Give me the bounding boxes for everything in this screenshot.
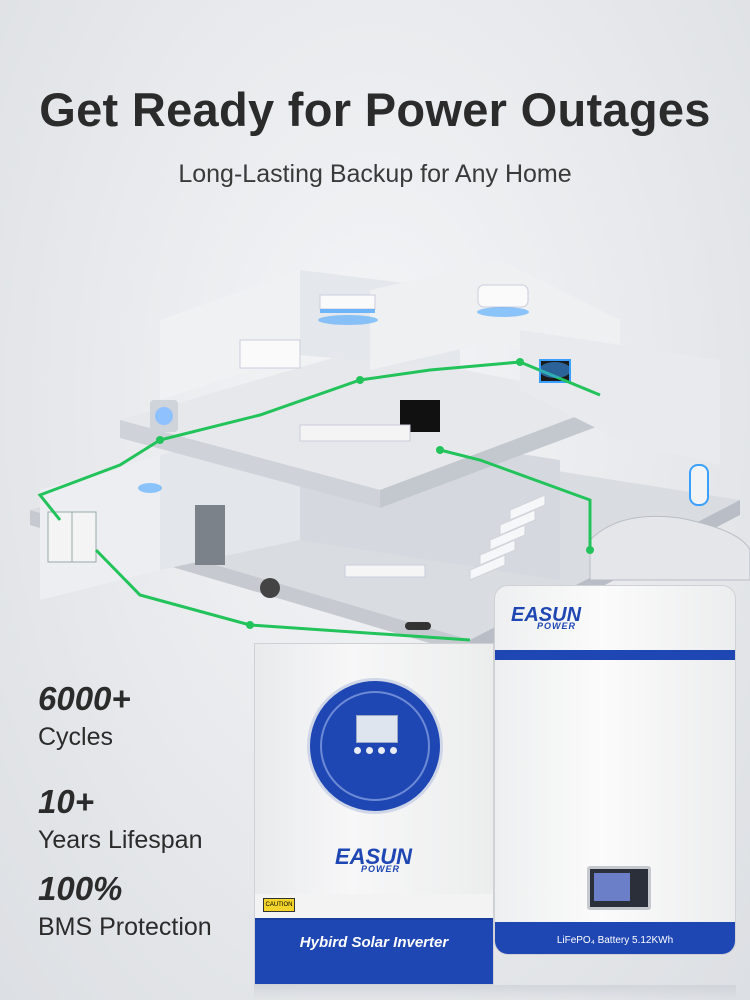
inverter-label-band: CAUTION Hybird Solar Inverter — [255, 894, 493, 984]
inverter-button — [378, 747, 385, 754]
stat-bms: 100% BMS Protection — [38, 872, 212, 942]
battery-display — [587, 866, 651, 910]
inverter-brand-logo: EASUN POWER — [335, 844, 413, 874]
floor-reflection — [254, 985, 736, 1000]
stat-value: 6000+ — [38, 680, 131, 717]
stat-cycles: 6000+ Cycles — [38, 682, 131, 752]
lifepo4-battery: EASUN POWER LiFePO₄ Battery 5.12KWh — [494, 585, 736, 955]
inverter-control-panel — [307, 678, 443, 814]
inverter-button — [354, 747, 361, 754]
stat-lifespan: 10+ Years Lifespan — [38, 785, 202, 855]
inverter-label: Hybird Solar Inverter — [299, 934, 449, 951]
stat-label: Cycles — [38, 723, 114, 751]
inverter-button — [366, 747, 373, 754]
battery-label-band: LiFePO₄ Battery 5.12KWh — [495, 922, 735, 954]
stat-value: 10+ — [38, 783, 94, 820]
battery-label: LiFePO₄ Battery 5.12KWh — [556, 935, 674, 946]
battery-stripe — [495, 650, 735, 660]
stat-label: BMS Protection — [38, 913, 212, 941]
page-title: Get Ready for Power Outages — [39, 83, 711, 136]
inverter-button — [390, 747, 397, 754]
inverter-lcd-display — [356, 715, 398, 743]
page-subtitle: Long-Lasting Backup for Any Home — [178, 160, 572, 188]
caution-sticker: CAUTION — [263, 898, 295, 912]
stat-value: 100% — [38, 870, 123, 907]
hybrid-solar-inverter: EASUN POWER CAUTION Hybird Solar Inverte… — [254, 643, 494, 985]
stat-label: Years Lifespan — [38, 826, 203, 854]
battery-brand-logo: EASUN POWER — [511, 604, 582, 631]
